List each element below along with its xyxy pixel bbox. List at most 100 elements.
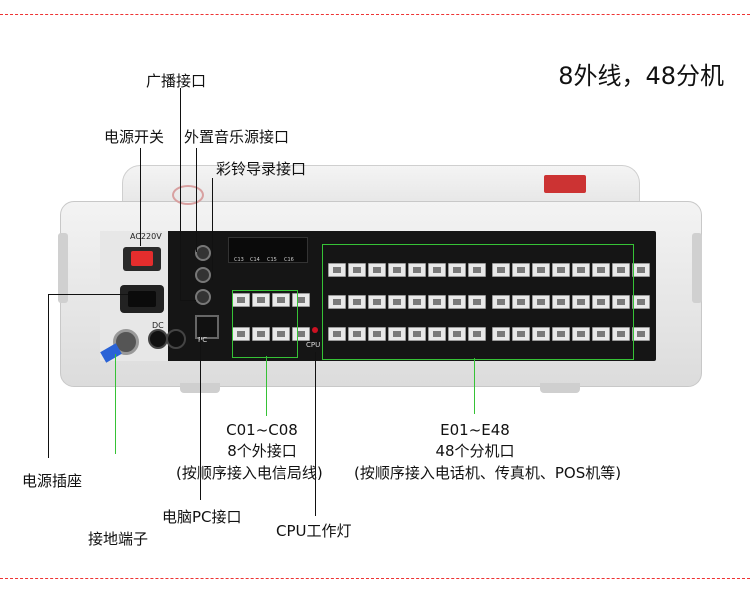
rocker-switch — [131, 251, 153, 266]
extension-jack — [428, 295, 446, 309]
extension-jack — [572, 295, 590, 309]
extension-jack-row — [328, 327, 486, 341]
music-source-jack — [195, 267, 211, 283]
power-socket — [120, 285, 164, 313]
extension-jack-row — [492, 263, 650, 277]
dc-jack — [166, 329, 186, 349]
broadcast-label: 广播接口 — [146, 72, 207, 90]
socket-inlet — [128, 291, 156, 307]
card-label: C14 — [250, 257, 260, 263]
pc-port-label: 电脑PC接口 — [162, 508, 242, 526]
extension-jack — [428, 327, 446, 341]
expansion-card-slot — [228, 237, 308, 263]
broadcast-callout-line — [180, 300, 196, 301]
trunk-jack — [252, 327, 270, 341]
extension-jack — [492, 327, 510, 341]
trunk-jack-row — [232, 293, 310, 307]
extension-jack — [348, 263, 366, 277]
extension-jack — [632, 295, 650, 309]
trunk-range: C01~C08 — [226, 421, 298, 439]
bottom-dashed-divider — [0, 578, 750, 579]
trunk-jack — [292, 293, 310, 307]
power-socket-label: 电源插座 — [22, 472, 83, 490]
extension-jack — [408, 327, 426, 341]
pbx-device-image: AC220V DC PC C13 C14 C15 C16 CPU — [58, 165, 702, 395]
extension-jack — [448, 263, 466, 277]
extension-jack — [368, 263, 386, 277]
card-label: C16 — [284, 257, 294, 263]
extension-jack — [632, 327, 650, 341]
extension-jack — [592, 295, 610, 309]
extension-jack — [512, 263, 530, 277]
trunk-callout-line — [266, 356, 267, 416]
extension-jack — [612, 295, 630, 309]
extension-jack — [348, 327, 366, 341]
logo-badge — [172, 185, 204, 205]
extension-jack — [468, 263, 486, 277]
extension-callout-line — [474, 358, 475, 414]
ringback-label: 彩铃导录接口 — [216, 160, 307, 178]
brand-plate — [544, 175, 586, 193]
trunk-label-block: C01~C08 8个外接口 — [172, 420, 352, 462]
extension-jack — [552, 327, 570, 341]
power-socket-callout-line — [48, 294, 128, 295]
trunk-jack — [272, 327, 290, 341]
dc-label-text: DC — [152, 321, 164, 330]
extension-jack — [408, 295, 426, 309]
trunk-count: 8个外接口 — [227, 442, 297, 460]
trunk-note: (按顺序接入电信局线) — [176, 464, 323, 482]
extension-jack — [592, 263, 610, 277]
ground-label: 接地端子 — [88, 530, 149, 548]
cpu-text: CPU — [306, 341, 321, 349]
extension-jack — [532, 327, 550, 341]
top-dashed-divider — [0, 14, 750, 15]
extension-jack — [572, 327, 590, 341]
extension-jack — [612, 327, 630, 341]
extension-jack-row — [328, 295, 486, 309]
extension-jack — [388, 295, 406, 309]
right-handle — [692, 233, 702, 303]
extension-jack — [572, 263, 590, 277]
extension-jack — [468, 327, 486, 341]
power-switch-label: 电源开关 — [104, 128, 165, 146]
extension-jack-row — [328, 263, 486, 277]
trunk-ports-highlight — [232, 290, 298, 358]
cpu-led-label: CPU工作灯 — [276, 522, 352, 540]
extension-jack — [592, 327, 610, 341]
broadcast-callout-line — [180, 88, 181, 300]
extension-jack — [532, 295, 550, 309]
music-callout-line — [196, 148, 197, 252]
extension-ports-highlight — [322, 244, 634, 360]
trunk-jack-row — [232, 327, 310, 341]
extension-jack — [328, 263, 346, 277]
extension-jack — [428, 263, 446, 277]
extension-jack — [328, 295, 346, 309]
pc-port — [195, 315, 219, 339]
extension-jack — [448, 327, 466, 341]
trunk-jack — [292, 327, 310, 341]
extension-jack — [532, 263, 550, 277]
card-label: C15 — [267, 257, 277, 263]
card-label: C13 — [234, 257, 244, 263]
cpu-led — [312, 327, 318, 333]
device-foot — [540, 383, 580, 393]
extension-jack — [512, 295, 530, 309]
extension-jack — [368, 295, 386, 309]
extension-jack — [612, 263, 630, 277]
ground-terminal — [113, 329, 139, 355]
cpu-callout-line — [315, 352, 316, 516]
extension-jack-row — [492, 327, 650, 341]
ext-music-label: 外置音乐源接口 — [184, 128, 290, 146]
extension-jack — [492, 263, 510, 277]
pc-port-text: PC — [198, 336, 208, 344]
extension-jack — [388, 263, 406, 277]
extension-jack — [552, 263, 570, 277]
trunk-jack — [272, 293, 290, 307]
extension-jack — [408, 263, 426, 277]
extension-count: 48个分机口 — [435, 442, 515, 460]
left-handle — [58, 233, 68, 303]
extension-jack — [468, 295, 486, 309]
extension-jack — [492, 295, 510, 309]
product-title: 8外线，48分机 — [558, 62, 724, 90]
extension-jack — [368, 327, 386, 341]
